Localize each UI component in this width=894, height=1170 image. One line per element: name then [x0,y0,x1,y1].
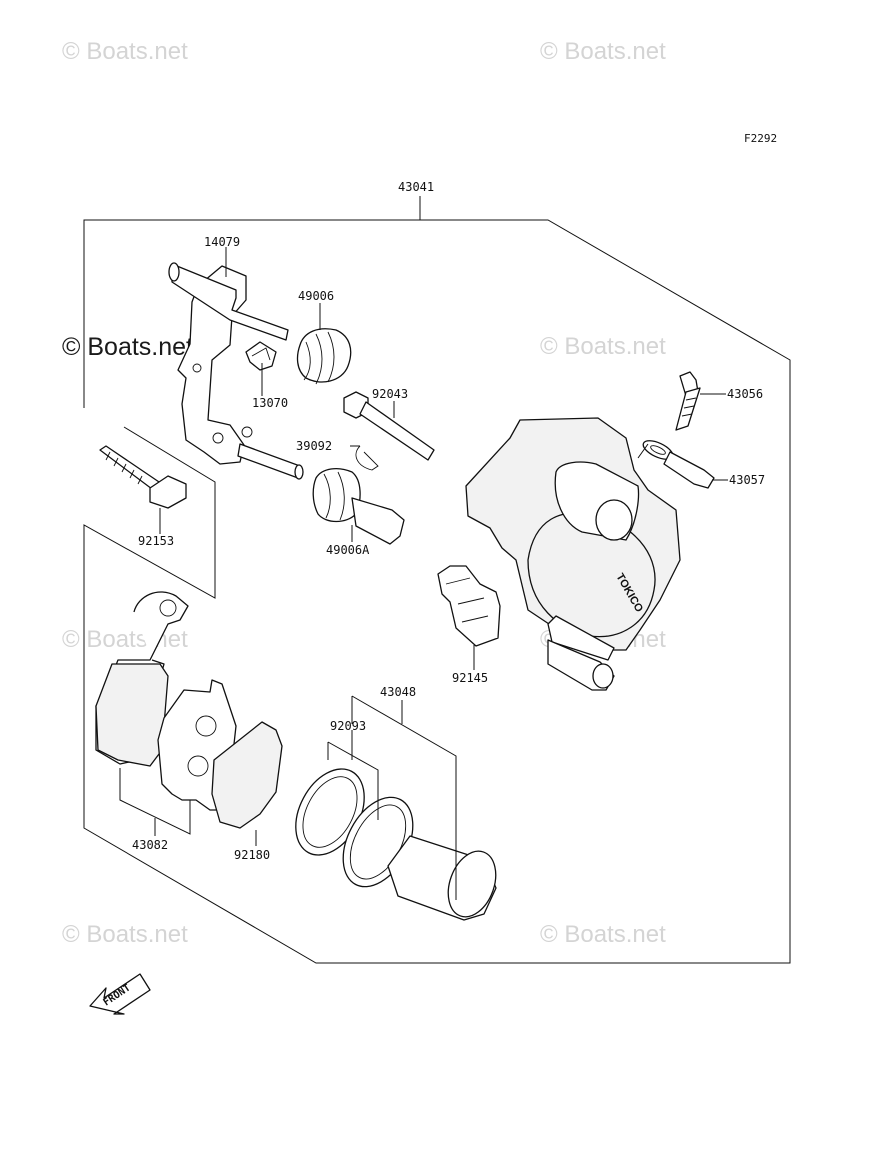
brake-pad-outer[interactable] [95,591,189,767]
callout-49006A: 49006A [326,543,370,557]
slide-pin[interactable] [343,391,435,461]
watermark-lower-left: © Boats.net [62,626,188,653]
watermark-mid-right: © Boats.net [540,333,666,360]
mounting-bolt[interactable] [99,445,187,509]
callout-92180: 92180 [234,848,270,862]
callout-43041: 43041 [398,180,434,194]
callout-43082: 43082 [132,838,168,852]
cotter-pin[interactable] [355,445,379,471]
assembly-outline [83,196,791,964]
caliper-body[interactable]: TOKICO [465,417,681,691]
watermark-top-right: © Boats.net [540,38,666,65]
brake-pad-inner[interactable] [157,679,283,829]
callout-13070: 13070 [252,396,288,410]
callout-92043: 92043 [372,387,408,401]
bleeder-valve[interactable] [675,371,701,431]
bleeder-cap[interactable] [641,437,715,489]
watermark-top-left: © Boats.net [62,38,188,65]
callout-92153: 92153 [138,534,174,548]
pin-boot-lower[interactable] [312,467,405,545]
retainer-clip[interactable] [245,341,277,371]
front-arrow: FRONT [89,973,151,1015]
callout-49006: 49006 [298,289,334,303]
callout-43056: 43056 [727,387,763,401]
pad-spring[interactable] [437,565,501,647]
figure-id: F2292 [744,132,777,145]
callout-43057: 43057 [729,473,765,487]
caliper-bracket[interactable] [168,262,304,480]
callout-92093: 92093 [330,719,366,733]
pin-boot-upper[interactable] [296,328,352,385]
callout-39092: 39092 [296,439,332,453]
piston-kit[interactable] [329,786,504,924]
callout-14079: 14079 [204,235,240,249]
watermark-bottom-left: © Boats.net [62,921,188,948]
watermark-bottom-right: © Boats.net [540,921,666,948]
callout-labels: 43041 14079 49006 13070 92043 43056 3909… [132,180,765,862]
callout-92145: 92145 [452,671,488,685]
leader-lines [119,247,728,900]
callout-43048: 43048 [380,685,416,699]
